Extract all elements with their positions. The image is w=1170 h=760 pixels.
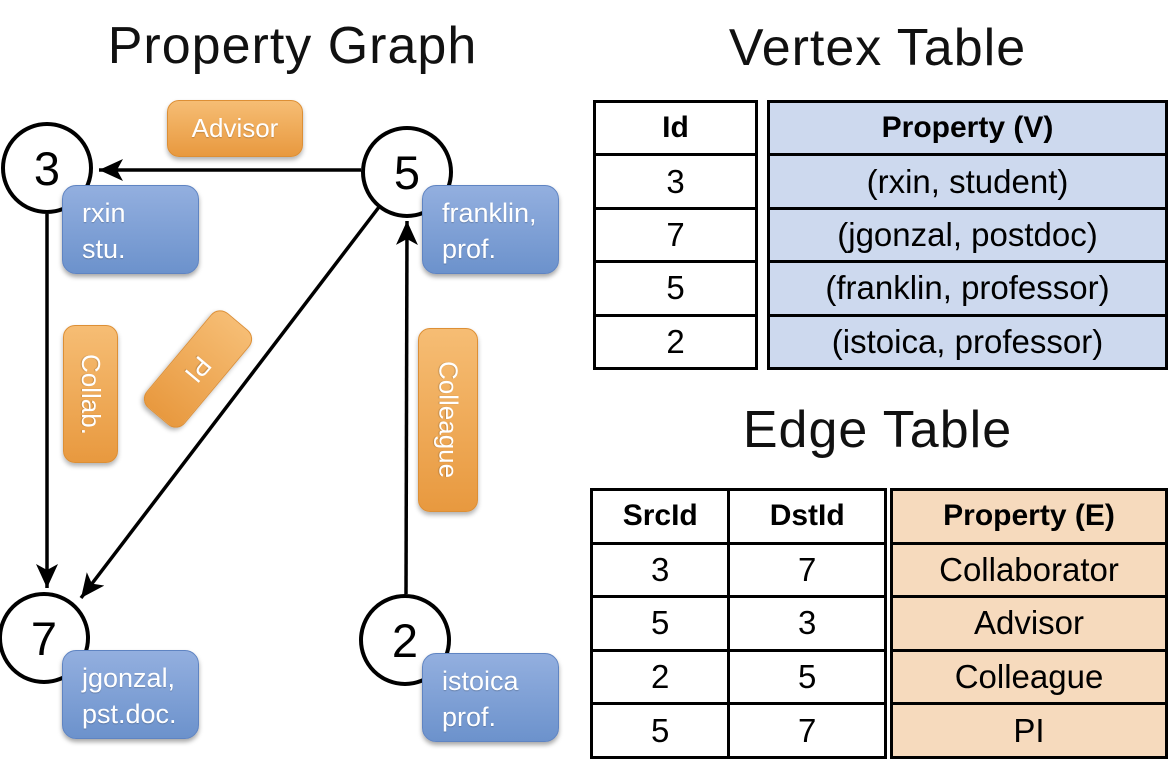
table-row: 3 <box>596 153 755 206</box>
table-row: Advisor <box>893 595 1165 649</box>
vertex-property-line: franklin, <box>442 198 537 228</box>
edge-table-id-columns: SrcId DstId 3 7 5 3 2 5 5 7 <box>590 488 887 759</box>
dstid-cell: 7 <box>727 705 884 756</box>
edge-table-dstid-header: DstId <box>727 491 884 542</box>
node-id-label: 2 <box>391 613 419 667</box>
vertex-property-box-rxin: rxin stu. <box>62 185 199 274</box>
vertex-table-title: Vertex Table <box>728 19 1027 77</box>
vertex-table-id-column: Id 3 7 5 2 <box>593 100 758 370</box>
vertex-property-line: jgonzal, <box>82 663 176 693</box>
graph-edge-lines <box>36 159 418 600</box>
property-graph-title: Property Graph <box>107 17 478 75</box>
table-row: Collaborator <box>893 541 1165 596</box>
edge-label-text: Advisor <box>191 113 279 143</box>
table-row: 5 3 <box>593 595 884 649</box>
srcid-cell: 5 <box>651 604 670 642</box>
srcid-cell: 2 <box>651 658 670 696</box>
table-row: (jgonzal, postdoc) <box>770 206 1165 261</box>
table-row: 5 7 <box>593 702 884 756</box>
table-row: 7 <box>596 206 755 260</box>
edge-label-text: Colleague <box>433 361 464 479</box>
dstid-cell: 5 <box>727 651 884 703</box>
edge-table-property-header: Property (E) <box>893 491 1165 542</box>
table-row: (rxin, student) <box>770 153 1165 207</box>
table-row: PI <box>893 702 1165 756</box>
vertex-property-line: istoica <box>442 666 519 696</box>
vertex-table-property-header: Property (V) <box>770 103 1165 154</box>
table-row: (istoica, professor) <box>770 313 1165 368</box>
vertex-property-box-istoica: istoica prof. <box>422 653 559 742</box>
edge-label-colleague: Colleague <box>418 328 478 512</box>
srcid-cell: 5 <box>651 711 670 749</box>
node-id-label: 5 <box>393 145 421 199</box>
vertex-property-line: pst.doc. <box>82 698 177 729</box>
dstid-cell: 7 <box>727 544 884 596</box>
dstid-cell: 3 <box>727 598 884 649</box>
table-row: 5 <box>596 260 755 313</box>
graph-node-5: 5 <box>361 126 453 218</box>
vertex-table-id-header: Id <box>662 111 689 145</box>
table-row: Colleague <box>893 648 1165 703</box>
graph-node-2: 2 <box>359 594 451 686</box>
table-row: (franklin, professor) <box>770 260 1165 314</box>
table-row: 3 7 <box>593 541 884 596</box>
vertex-property-line: rxin <box>82 198 126 228</box>
edge-label-text: Collab. <box>76 353 106 435</box>
vertex-table-property-column: Property (V) (rxin, student) (jgonzal, p… <box>767 100 1168 370</box>
edge-5-to-7 <box>79 205 381 600</box>
vertex-property-line: prof. <box>442 233 497 264</box>
vertex-property-box-jgonzal: jgonzal, pst.doc. <box>62 650 199 739</box>
edge-table-property-column: Property (E) Collaborator Advisor Collea… <box>890 488 1168 759</box>
edge-table-srcid-header: SrcId <box>622 499 698 533</box>
table-row: 2 5 <box>593 648 884 703</box>
edge-label-text: PI <box>178 350 218 389</box>
node-id-label: 7 <box>30 611 58 665</box>
srcid-cell: 3 <box>651 550 670 588</box>
edge-label-collab: Collab. <box>63 325 118 463</box>
node-id-label: 3 <box>33 141 61 195</box>
table-row: 2 <box>596 313 755 367</box>
edge-2-to-5 <box>395 220 418 595</box>
vertex-property-line: prof. <box>442 701 497 732</box>
vertex-property-line: stu. <box>82 233 126 264</box>
vertex-property-box-franklin: franklin, prof. <box>422 185 559 274</box>
edge-table-title: Edge Table <box>742 401 1013 459</box>
edge-label-advisor: Advisor <box>167 100 303 157</box>
